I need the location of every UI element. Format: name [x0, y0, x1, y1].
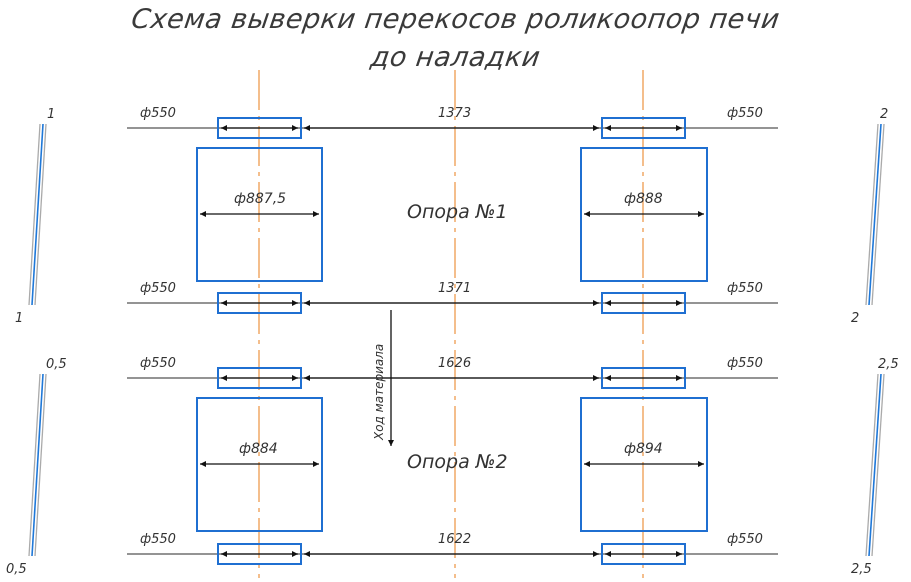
material-flow-label: Ход материала — [372, 344, 386, 441]
roller-diameter-arrows — [221, 125, 682, 557]
skew-indicator-left-s2: 0,5 0,5 — [6, 357, 67, 577]
roller-s2-bottom-right — [601, 543, 686, 565]
s1-name: Опора №1 — [407, 201, 508, 223]
roller-s1-top-right — [601, 117, 686, 139]
skew-left-s2-bottom: 0,5 — [6, 562, 27, 577]
s2-name: Опора №2 — [407, 451, 508, 473]
s1-top-distance: 1373 — [438, 106, 471, 121]
distance-arrows — [304, 125, 599, 557]
tire-s2-right — [580, 397, 708, 532]
roller-s1-bottom-right — [601, 292, 686, 314]
roller-s2-bottom-left — [217, 543, 302, 565]
s1-top-diameter-left: ф550 — [140, 106, 176, 121]
s2-top-distance: 1626 — [438, 356, 471, 371]
skew-left-s1-top: 1 — [47, 107, 55, 122]
s1-right-tire: ф888 — [624, 191, 663, 207]
s1-top-diameter-right: ф550 — [727, 106, 763, 121]
tire-s1-right — [580, 147, 708, 282]
tire-s1-left — [196, 147, 323, 282]
s1-left-tire: ф887,5 — [234, 191, 286, 207]
skew-left-s2-top: 0,5 — [46, 357, 67, 372]
s1-bottom-diameter-left: ф550 — [140, 281, 176, 296]
tire-diameter-arrows — [200, 211, 704, 467]
roller-s1-top-left — [217, 117, 302, 139]
s2-bottom-distance: 1622 — [438, 532, 471, 547]
roller-s2-top-left — [217, 367, 302, 389]
s1-bottom-distance: 1371 — [438, 281, 471, 296]
s1-bottom-diameter-right: ф550 — [727, 281, 763, 296]
skew-right-s2-bottom: 2,5 — [851, 562, 872, 577]
skew-indicator-right-s2: 2,5 2,5 — [851, 357, 899, 577]
roller-s2-top-right — [601, 367, 686, 389]
skew-right-s1-bottom: 2 — [851, 311, 859, 326]
s2-right-tire: ф894 — [624, 441, 663, 457]
s2-left-tire: ф884 — [239, 441, 278, 457]
s2-top-diameter-right: ф550 — [727, 356, 763, 371]
s2-bottom-diameter-right: ф550 — [727, 532, 763, 547]
skew-indicator-right-s1: 2 2 — [851, 107, 888, 326]
skew-right-s2-top: 2,5 — [878, 357, 899, 372]
skew-indicator-left-s1: 1 1 — [15, 107, 55, 326]
tire-s2-left — [196, 397, 323, 532]
skew-right-s1-top: 2 — [880, 107, 888, 122]
roller-s1-bottom-left — [217, 292, 302, 314]
skew-left-s1-bottom: 1 — [15, 311, 23, 326]
s2-bottom-diameter-left: ф550 — [140, 532, 176, 547]
s2-top-diameter-left: ф550 — [140, 356, 176, 371]
